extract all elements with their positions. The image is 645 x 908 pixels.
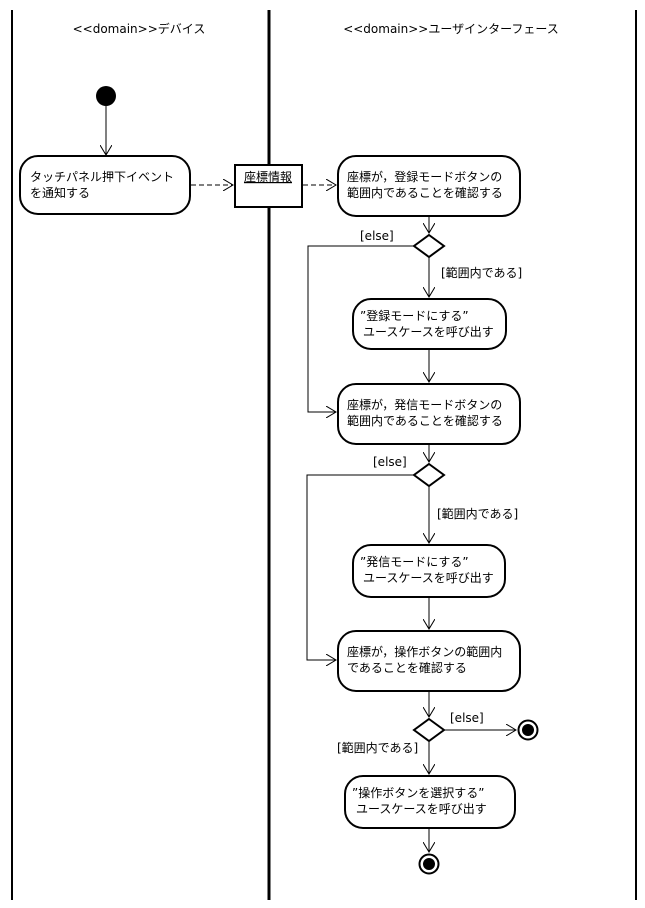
lane-header-ui: <<domain>>ユーザインターフェース [343,22,559,36]
guard-2-in: [範囲内である] [437,506,518,521]
action-check-register-line2: 範囲内であることを確認する [347,185,503,200]
final-node-1-dot [522,724,534,736]
action-uc-operation-line2: ユースケースを呼び出す [356,802,487,816]
initial-node [96,86,116,106]
action-uc-operation [344,775,516,829]
action-uc-register-line2: ユースケースを呼び出す [363,325,494,339]
action-check-send-line1: 座標が，発信モードボタンの [347,397,502,412]
flow-decision2-else [306,474,414,660]
action-check-send-line2: 範囲内であることを確認する [347,413,503,428]
decision-1 [412,233,446,259]
guard-1-else: [else] [360,229,394,243]
action-check-register-line1: 座標が，登録モードボタンの [347,169,502,184]
final-node-2-dot [423,858,435,870]
guard-1-in: [範囲内である] [441,265,522,280]
action-touch-event-line1: タッチパネル押下イベント [30,170,174,184]
flow-decision1-else [307,245,414,412]
action-uc-send-line1: ”発信モードにする” [360,555,469,569]
lane-header-device: <<domain>>デバイス [73,21,206,36]
object-coord-info-label: 座標情報 [244,169,292,184]
action-uc-register-line1: ”登録モードにする” [360,308,469,323]
action-uc-send-line2: ユースケースを呼び出す [363,571,494,585]
decision-2 [412,462,446,488]
decision-3 [412,717,446,743]
guard-3-else: [else] [450,711,484,725]
action-check-operation-line1: 座標が，操作ボタンの範囲内 [347,644,502,659]
object-coord-info [234,164,303,208]
action-uc-register [352,298,507,350]
action-check-operation-line2: であることを確認する [347,660,467,675]
guard-2-else: [else] [373,455,407,469]
action-touch-event [19,155,191,215]
action-uc-operation-line1: ”操作ボタンを選択する” [352,785,484,800]
action-touch-event-line2: を通知する [30,186,90,200]
guard-3-in: [範囲内である] [337,740,418,755]
